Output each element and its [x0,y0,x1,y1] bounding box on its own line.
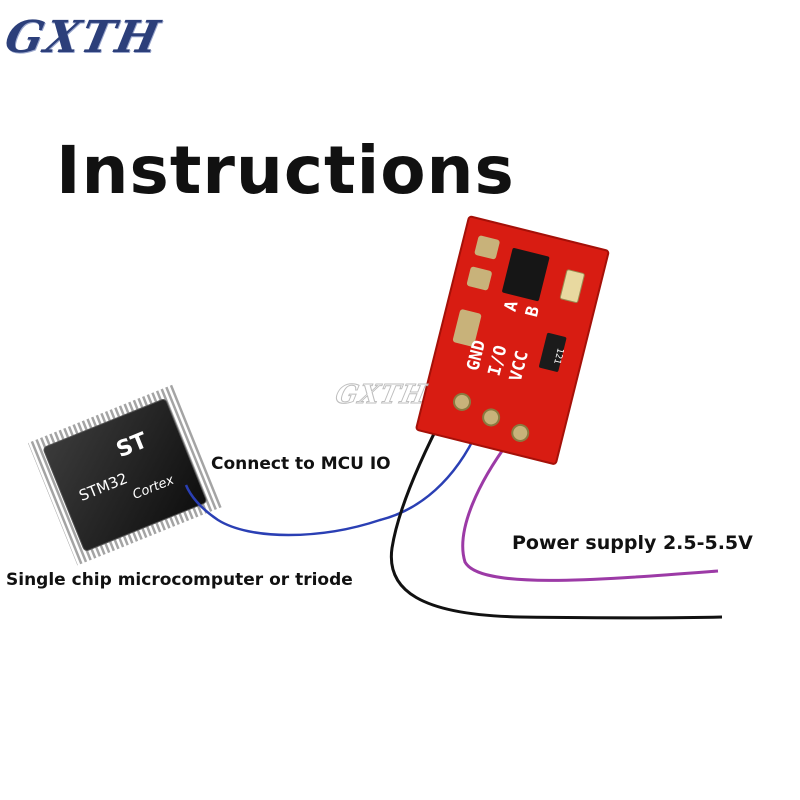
pin-hole-vcc [511,423,530,442]
pin-hole-io [482,408,501,427]
jumper-label-a: A [501,299,523,314]
resistor [539,332,567,372]
watermark: GXTH [332,380,430,411]
chip-body [43,399,207,551]
page-title: Instructions [56,132,515,209]
touch-sensor-board: 121 GND I/O VCC A B [415,215,610,465]
power-wire [461,439,719,582]
pin-hole-gnd [453,392,472,411]
mcu-chip: ST STM32 Cortex [27,384,223,566]
smd-pad [474,235,500,260]
resistor-code: 121 [551,347,565,365]
jumper-label-b: B [522,304,544,319]
smd-pad [466,266,492,291]
indicator-led [559,269,585,303]
smd-pad [452,309,482,347]
io-wire [184,429,480,537]
sensor-ic [502,248,550,302]
mcu-io-label: Connect to MCU IO [211,454,391,474]
gnd-wire [389,411,723,620]
chip-description-label: Single chip microcomputer or triode [6,570,353,590]
power-supply-label: Power supply 2.5-5.5V [512,532,753,554]
